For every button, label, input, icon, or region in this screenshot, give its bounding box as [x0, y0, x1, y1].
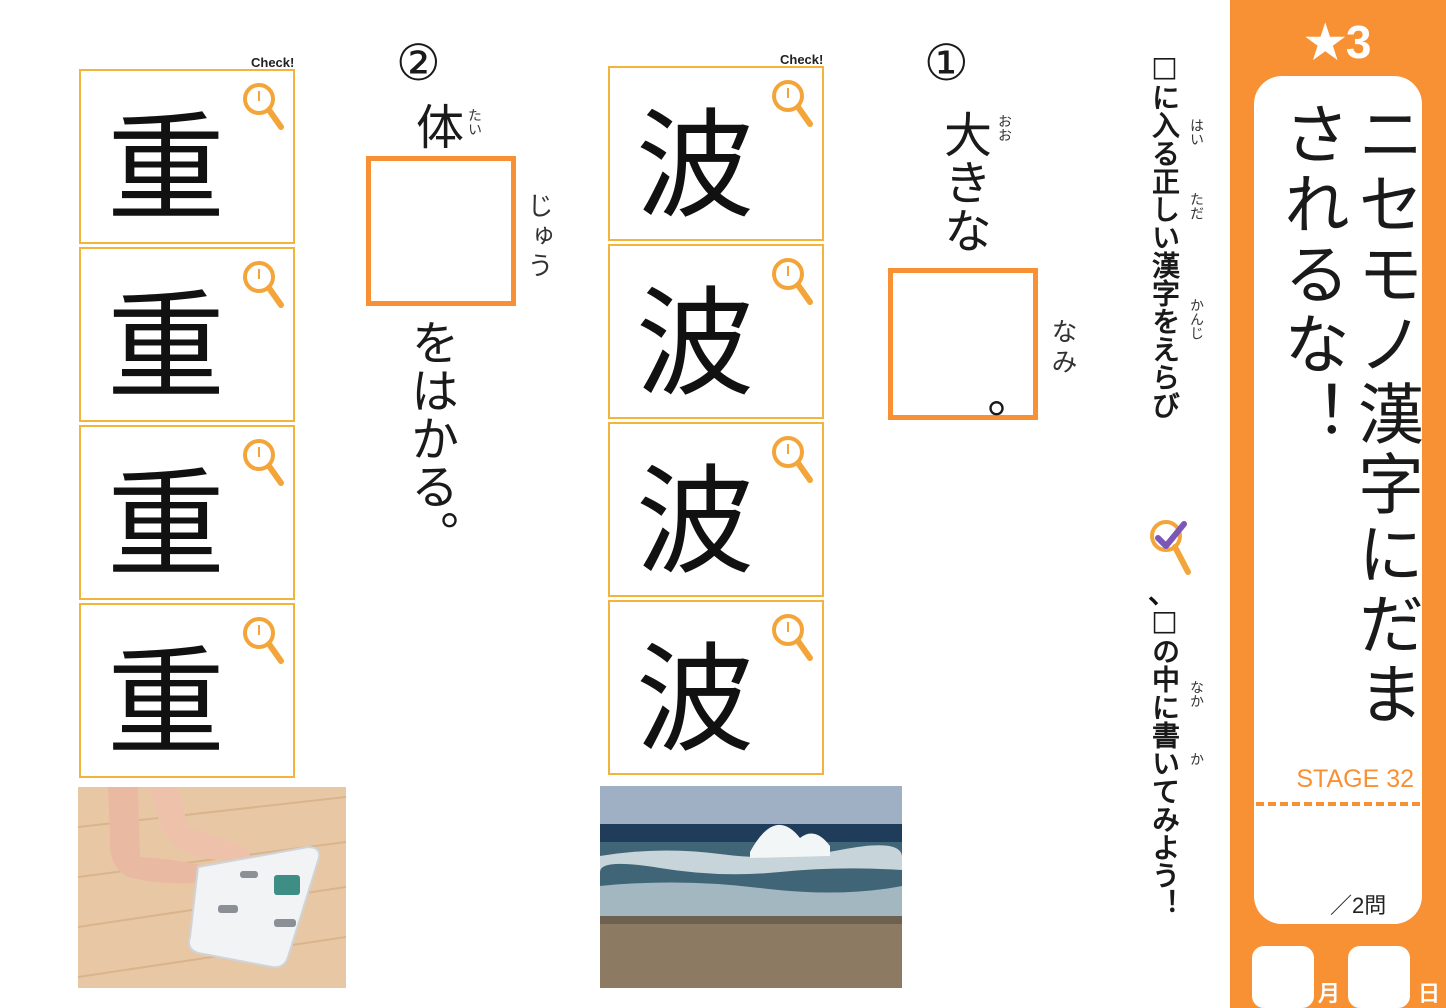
instr-box-2: □ [1148, 604, 1181, 637]
magnifier-icon[interactable] [770, 256, 816, 306]
question-number: ② [396, 34, 441, 92]
candidate-kanji: 重 [106, 100, 225, 238]
candidate-card[interactable]: 波 [608, 244, 824, 419]
instructions-line2: □の中に書いてみよう！ [1140, 604, 1184, 994]
answer-reading: なみ [1047, 318, 1077, 378]
instr-box-1: □ [1148, 50, 1181, 83]
answer-box[interactable] [888, 268, 1038, 420]
answer-box[interactable] [366, 156, 516, 306]
day-input[interactable] [1348, 946, 1410, 1008]
ocean-wave-photo [600, 786, 902, 988]
ruby-naka: なか [1188, 680, 1204, 708]
ruby-tai: たい [466, 108, 482, 136]
question-text-end: 。 [949, 398, 1005, 446]
month-input[interactable] [1252, 946, 1314, 1008]
magnifier-check-icon [1150, 520, 1191, 575]
instr-text: をえらび [1148, 307, 1181, 419]
instr-comma: 、 [1148, 577, 1177, 610]
page-title: ニセモノ漢字にだまされるな！ [1273, 100, 1424, 730]
answer-reading: じゅう [523, 192, 553, 282]
stage-divider [1256, 802, 1420, 806]
candidate-kanji: 波 [635, 97, 754, 235]
candidate-card[interactable]: 重 [79, 247, 295, 422]
magnifier-icon[interactable] [770, 612, 816, 662]
magnifier-icon[interactable] [770, 78, 816, 128]
instr-text: に [1148, 693, 1181, 721]
ruby-kanji: かんじ [1188, 298, 1204, 340]
magnifier-icon[interactable] [770, 434, 816, 484]
ruby-oo: おお [996, 114, 1012, 142]
question-number: ① [924, 34, 969, 92]
weight-scale-photo [78, 787, 346, 988]
ruby-tada: ただ [1188, 192, 1204, 220]
candidate-kanji: 重 [106, 456, 225, 594]
check-label: Check! [251, 55, 295, 70]
instr-text: に [1148, 83, 1181, 111]
score-field[interactable]: ／2問 [1330, 893, 1387, 918]
stage-label: STAGE 32 [1296, 765, 1414, 793]
magnifier-icon[interactable] [241, 437, 287, 487]
ruby-ka: か [1188, 752, 1204, 766]
instructions: □に入る正しい漢字をえらび [1140, 50, 1184, 1000]
instr-text: の [1148, 637, 1181, 665]
instr-text: 正 [1148, 167, 1181, 195]
magnifier-icon[interactable] [241, 615, 287, 665]
instr-text: 書 [1148, 721, 1181, 749]
question-text-kanji: 体 [407, 102, 463, 150]
ruby-hai: はい [1188, 118, 1204, 146]
candidate-card[interactable]: 重 [79, 425, 295, 600]
candidate-kanji: 波 [635, 453, 754, 591]
instr-text: る [1148, 139, 1181, 167]
candidate-kanji: 波 [635, 275, 754, 413]
instr-text: いてみよう！ [1148, 749, 1181, 917]
month-label: 月 [1318, 981, 1341, 1006]
instr-text: しい [1148, 195, 1181, 251]
question-text-end: をはかる。 [402, 318, 458, 558]
candidate-kanji: 重 [106, 634, 225, 772]
instr-text: 漢字 [1148, 251, 1181, 307]
candidate-card[interactable]: 波 [608, 66, 824, 241]
question-text-kanji: 大 [935, 110, 991, 158]
candidate-card[interactable]: 波 [608, 600, 824, 775]
candidate-kanji: 重 [106, 278, 225, 416]
check-label: Check! [780, 52, 824, 67]
title-card [1254, 76, 1422, 924]
candidate-card[interactable]: 重 [79, 603, 295, 778]
candidate-card[interactable]: 波 [608, 422, 824, 597]
candidate-kanji: 波 [635, 631, 754, 769]
magnifier-icon[interactable] [241, 259, 287, 309]
day-label: 日 [1418, 981, 1441, 1006]
candidate-card[interactable]: 重 [79, 69, 295, 244]
instr-text: 入 [1148, 111, 1181, 139]
question-text: きな [935, 158, 991, 254]
difficulty-stars: ★3 [1304, 16, 1372, 68]
magnifier-icon[interactable] [241, 81, 287, 131]
instr-text: 中 [1148, 665, 1181, 693]
